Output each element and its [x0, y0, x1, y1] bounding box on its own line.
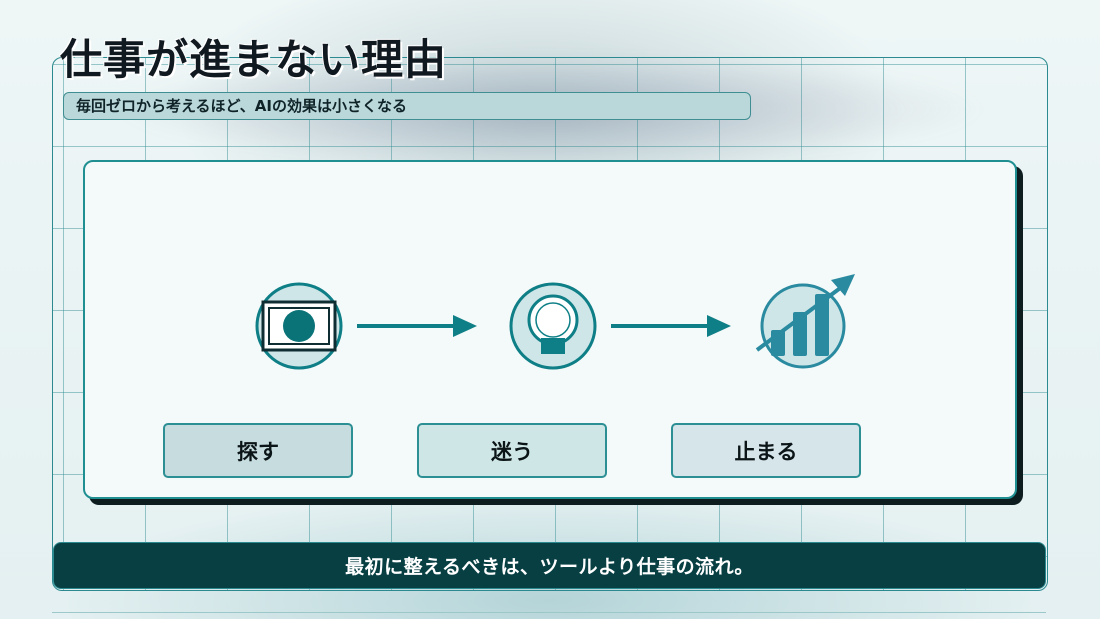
growth-chart-icon — [755, 274, 855, 369]
lightbulb-icon — [509, 282, 597, 370]
flow-card: 探す 迷う 止まる — [83, 160, 1017, 499]
window-icon — [255, 282, 343, 370]
footer-banner: 最初に整えるべきは、ツールより仕事の流れ。 — [53, 542, 1046, 589]
step-search: 探す — [163, 423, 353, 478]
arrow-right-icon — [357, 315, 477, 337]
subtitle-banner: 毎回ゼロから考えるほど、AIの効果は小さくなる — [63, 92, 751, 120]
page-title: 仕事が進まない理由 — [60, 35, 448, 84]
bottom-rule — [52, 612, 1046, 613]
step-stop: 止まる — [671, 423, 861, 478]
step-hesitate: 迷う — [417, 423, 607, 478]
arrow-right-icon — [611, 315, 731, 337]
